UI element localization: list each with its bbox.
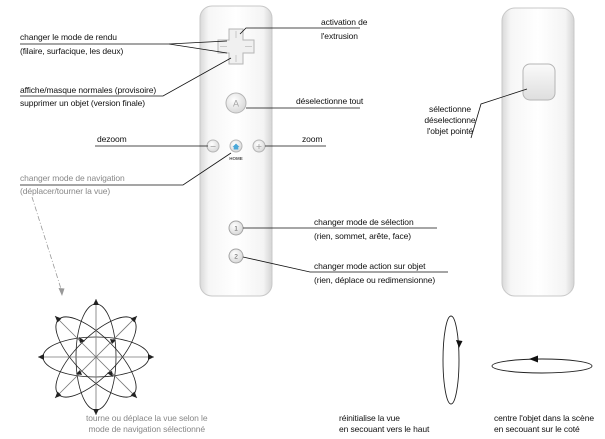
dpad-icon — [217, 28, 255, 65]
zoom-label: zoom — [302, 134, 323, 144]
selection-mode-label: changer mode de sélection — [314, 217, 414, 227]
nav-mode-label: changer mode de navigation — [20, 173, 125, 183]
plus-button-label: + — [256, 142, 263, 151]
render-mode-label: changer le mode de rendu — [20, 32, 117, 42]
two-button[interactable]: 2 — [228, 248, 244, 264]
home-label: HOME — [229, 156, 243, 161]
home-button[interactable]: HOME — [229, 139, 243, 161]
home-icon — [232, 143, 240, 150]
remote-front: A − HOME + 1 2 — [199, 5, 273, 297]
one-button-label: 1 — [234, 226, 238, 233]
nav-gesture-arrow — [31, 196, 65, 296]
a-button-label: A — [233, 99, 239, 109]
shake-horizontal-icon — [491, 355, 593, 374]
dezoom-label: dezoom — [97, 134, 127, 144]
render-mode-sublabel: (filaire, surfacique, les deux) — [20, 46, 124, 56]
extrusion-label: activation de — [321, 17, 368, 27]
one-button[interactable]: 1 — [228, 220, 244, 236]
side-select-label: sélectionne déselectionne l'objet pointé — [424, 104, 476, 136]
b-trigger-button[interactable] — [522, 63, 556, 101]
a-button[interactable]: A — [225, 92, 247, 114]
minus-button[interactable]: − — [206, 139, 220, 153]
extrusion-sublabel: l'extrusion — [321, 31, 358, 41]
minus-button-label: − — [210, 142, 217, 151]
center-gesture-caption: centre l'objet dans la scène en secouant… — [494, 413, 594, 434]
deselect-label: déselectionne tout — [296, 96, 364, 106]
two-button-label: 2 — [234, 254, 238, 261]
callout-lines — [20, 27, 528, 273]
rotate-gesture-caption: tourne ou déplace la vue selon le mode d… — [86, 413, 208, 434]
reset-gesture-caption: réinitialise la vue en secouant vers le … — [339, 413, 430, 434]
action-mode-sublabel: (rien, déplace ou redimensionne) — [314, 275, 436, 285]
plus-button[interactable]: + — [252, 139, 266, 153]
normals-sublabel: supprimer un objet (version finale) — [20, 98, 146, 108]
shake-vertical-icon — [442, 315, 463, 405]
action-mode-label: changer mode action sur objet — [314, 261, 426, 271]
selection-mode-sublabel: (rien, sommet, arête, face) — [314, 231, 411, 241]
remote-side — [501, 7, 575, 297]
rotate-gesture-icon — [38, 299, 154, 415]
nav-mode-sublabel: (déplacer/tourner la vue) — [20, 186, 111, 196]
normals-label: affiche/masque normales (provisoire) — [20, 85, 157, 95]
